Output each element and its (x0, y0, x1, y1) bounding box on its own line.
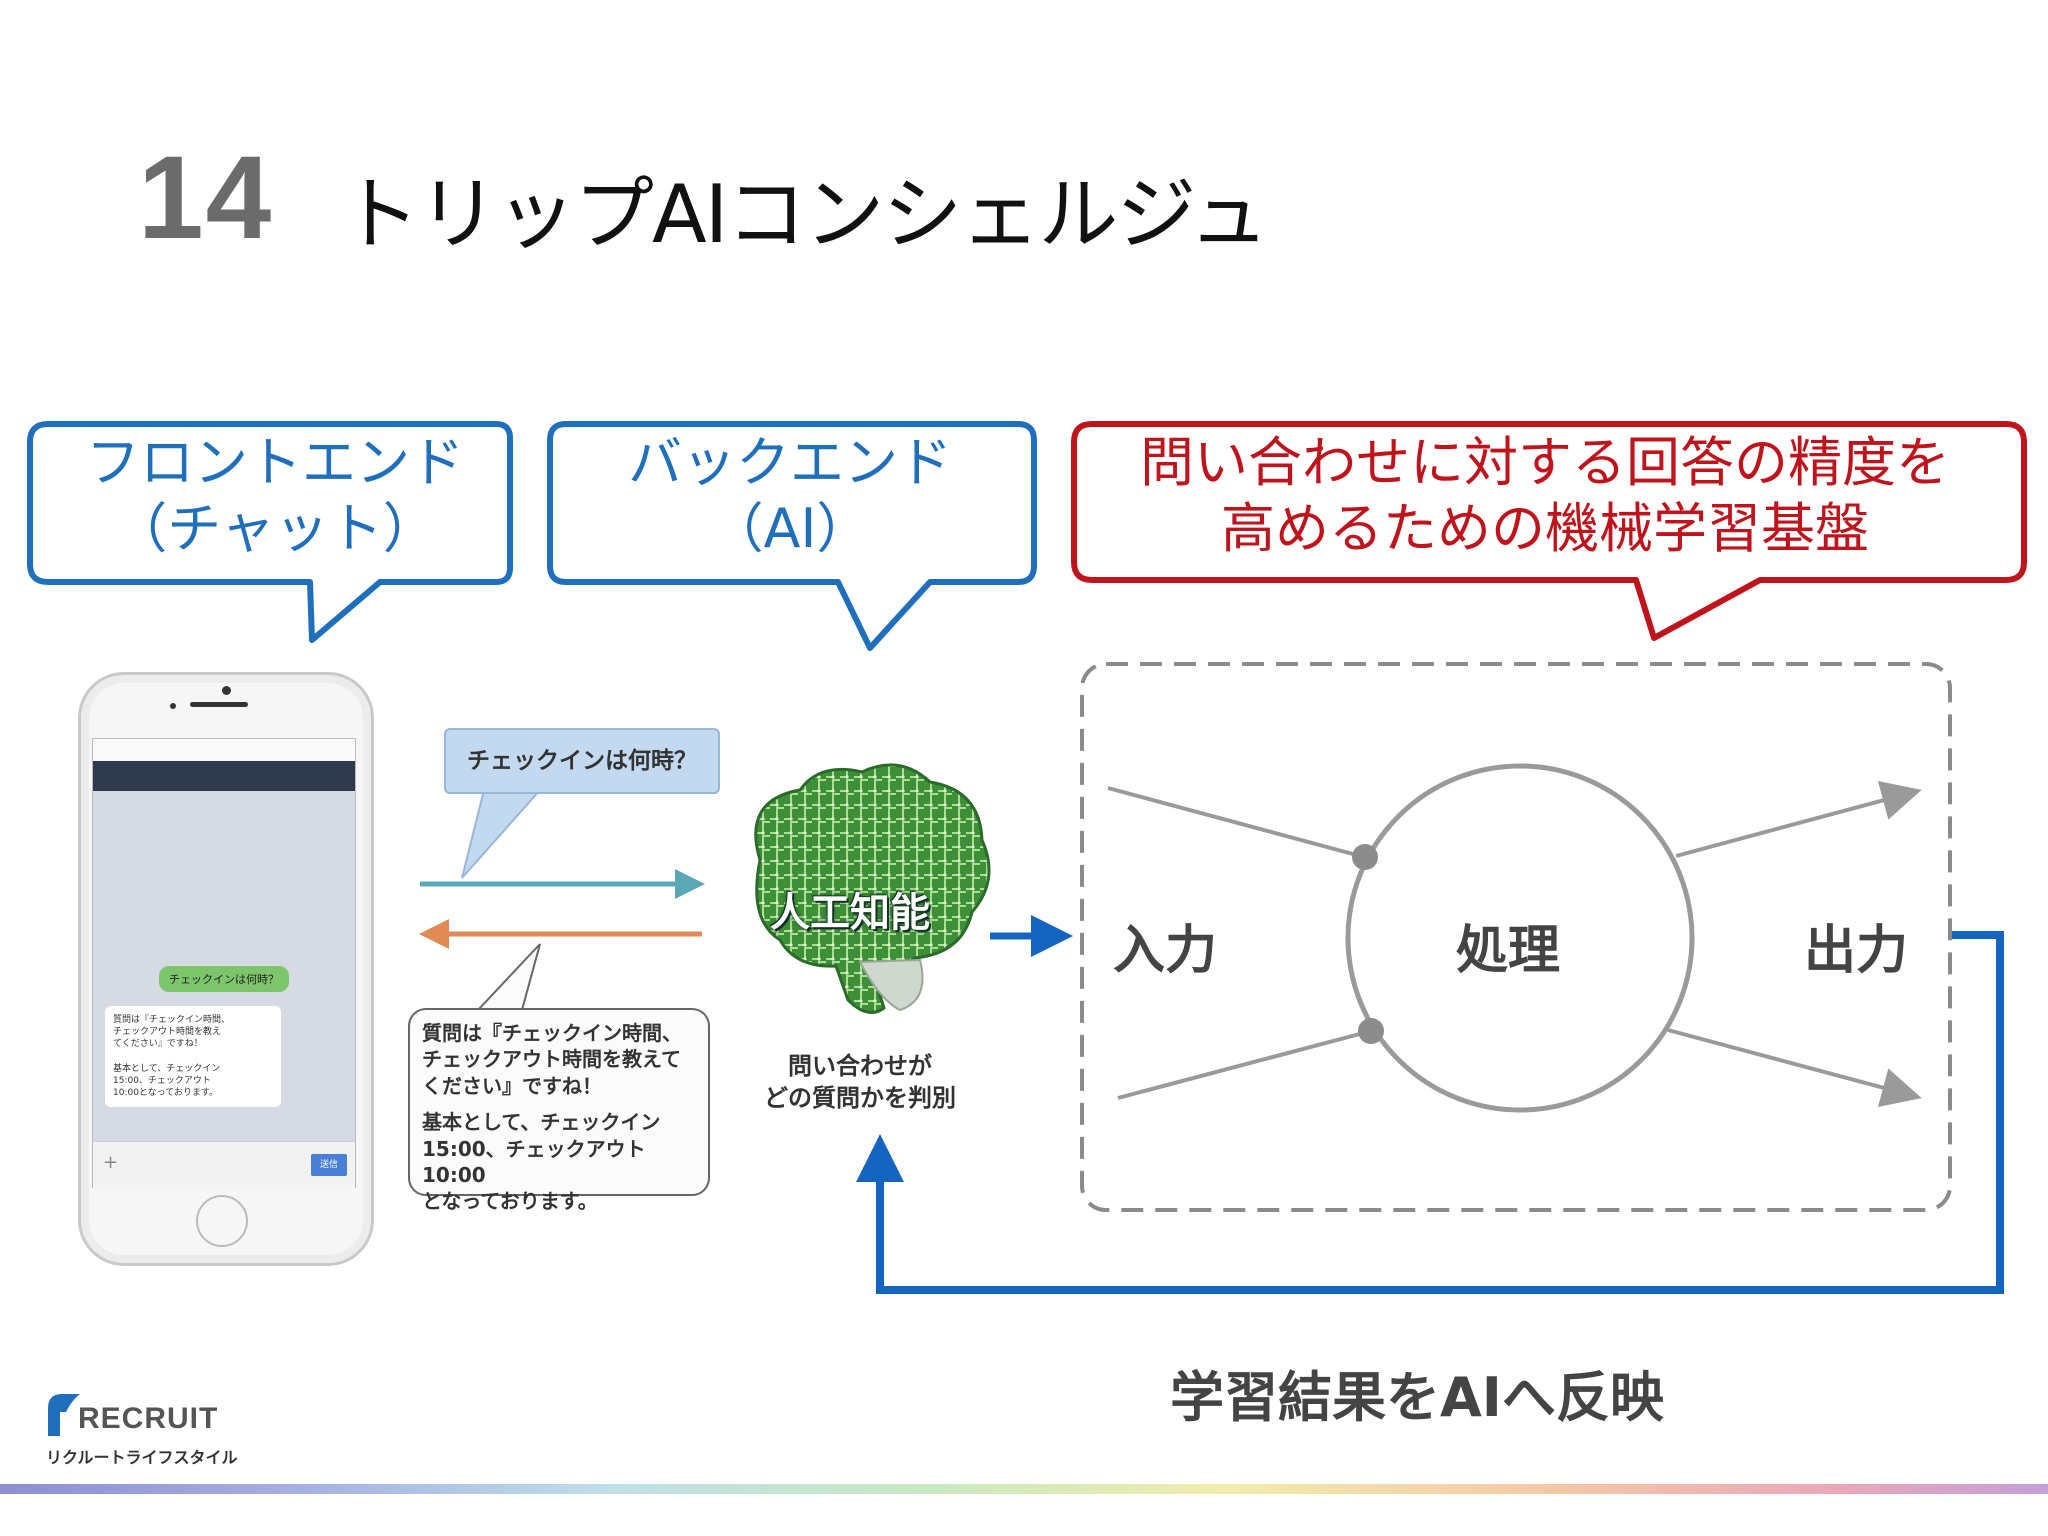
phone-home-button (196, 1195, 248, 1247)
brain-illustration (754, 763, 991, 1014)
answer-bubble: 質問は『チェックイン時間、 チェックアウト時間を教えて ください』ですね！ 基本… (408, 1008, 710, 1213)
phone-speaker (190, 702, 248, 707)
brain-caption: 問い合わせが どの質問かを判別 (764, 1052, 956, 1113)
callout-frontend-text: フロントエンド （チャット） (40, 430, 510, 562)
phone-user-message: チェックインは何時？ (159, 966, 289, 992)
phone-status-bar (93, 739, 355, 761)
callout-frontend-line2: （チャット） (113, 496, 437, 560)
phone-input-bar: + 送信 (93, 1141, 355, 1188)
neuron-graphic (1107, 763, 1922, 1113)
input-label: 入力 (1113, 921, 1218, 981)
phone-send-button: 送信 (311, 1154, 347, 1176)
phone-plus-icon: + (103, 1152, 119, 1173)
slide-title: トリップAIコンシェルジュ (340, 168, 1269, 261)
footer-rainbow-bar (0, 1484, 2048, 1494)
phone-chat-header (93, 761, 355, 791)
callout-ml-line2: 高めるための機械学習基盤 (1221, 496, 1869, 560)
question-bubble: チェックインは何時？ (444, 728, 720, 794)
question-bubble-tail (461, 789, 543, 879)
phone-screen: チェックインは何時？ 質問は『チェックイン時間、 チェックアウト時間を教え てく… (92, 738, 356, 1188)
callout-frontend-line1: フロントエンド (86, 431, 464, 494)
recruit-logo-subtext: リクルートライフスタイル (46, 1448, 238, 1467)
callout-backend-line2: （AI） (709, 496, 871, 560)
phone-sensor (170, 703, 176, 709)
answer-bubble-tail (475, 943, 541, 1011)
callout-backend-line1: バックエンド (628, 431, 952, 494)
ml-process-frame (1080, 662, 1952, 1212)
callout-frontend-box (27, 421, 513, 643)
answer-text-1: 質問は『チェックイン時間、 チェックアウト時間を教えて ください』ですね！ (422, 1021, 682, 1098)
brain-label: 人工知能 (770, 890, 930, 936)
recruit-logo-text: RECRUIT (78, 1402, 219, 1435)
callout-backend-text: バックエンド （AI） (555, 430, 1025, 562)
phone-camera (222, 686, 231, 695)
callout-ml-line1: 問い合わせに対する回答の精度を (1140, 431, 1950, 494)
process-label: 処理 (1456, 921, 1561, 981)
output-label: 出力 (1804, 921, 1909, 981)
slide-number: 14 (138, 132, 274, 264)
callout-ml-box (1071, 421, 2027, 641)
feedback-caption: 学習結果をAIへ反映 (1170, 1366, 1664, 1429)
answer-text-2: 基本として、チェックイン 15:00、チェックアウト10:00 となっております… (422, 1110, 661, 1214)
feedback-loop-arrow (856, 931, 2004, 1294)
callout-ml-text: 問い合わせに対する回答の精度を 高めるための機械学習基盤 (1080, 430, 2010, 562)
phone-chat-area: チェックインは何時？ 質問は『チェックイン時間、 チェックアウト時間を教え てく… (93, 791, 355, 1141)
recruit-logo-mark (48, 1394, 80, 1436)
callout-backend-box (547, 421, 1037, 651)
phone-bot-reply: 質問は『チェックイン時間、 チェックアウト時間を教え てください』ですね！ 基本… (105, 1006, 281, 1107)
